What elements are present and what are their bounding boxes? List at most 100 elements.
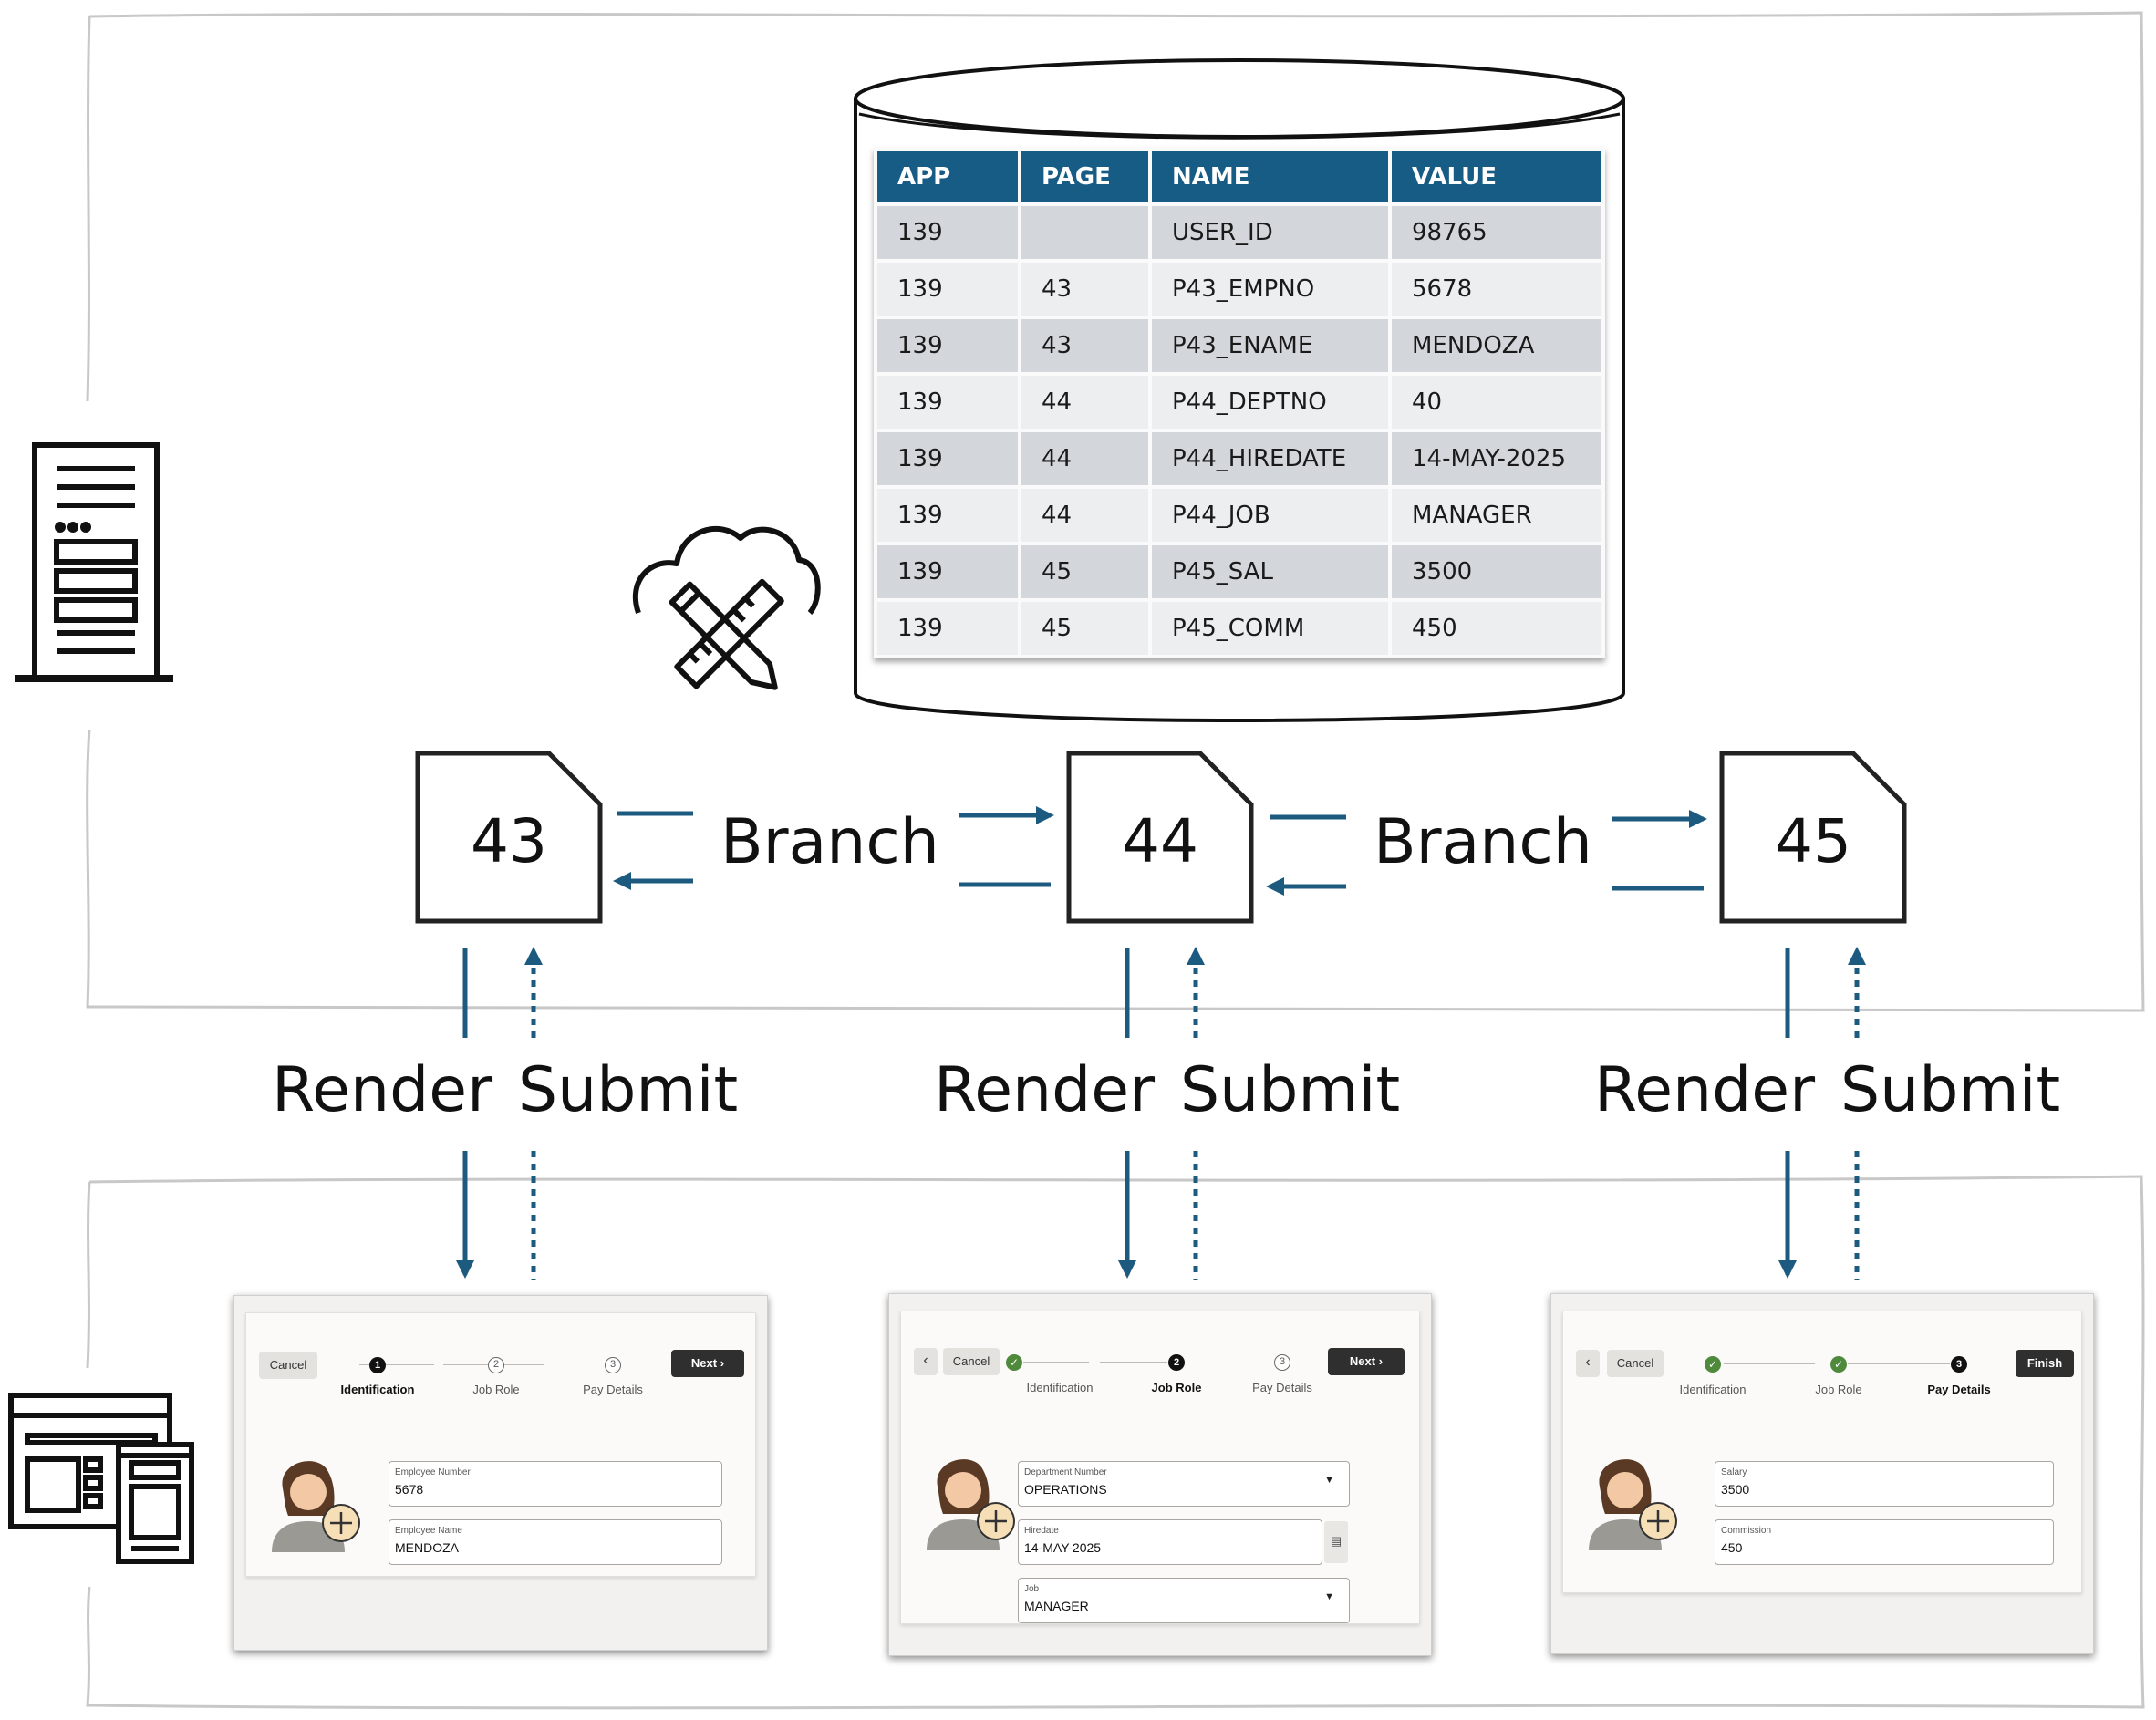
field-label: Hiredate	[1024, 1526, 1059, 1536]
step-connector	[1023, 1362, 1089, 1363]
cell-name: P43_ENAME	[1152, 319, 1388, 372]
table-row: 139 45 P45_SAL 3500	[877, 545, 1601, 598]
cell-page: 43	[1021, 263, 1148, 316]
table-row: 139 44 P44_JOB MANAGER	[877, 489, 1601, 542]
cell-app: 139	[877, 263, 1018, 316]
cell-value: 98765	[1392, 206, 1601, 259]
job-select[interactable]: Job MANAGER ▼	[1018, 1578, 1350, 1623]
cell-app: 139	[877, 602, 1018, 655]
step-2-label: Job Role	[1151, 1381, 1202, 1394]
submit-label-43: Submit	[518, 1054, 739, 1126]
field-value: 3500	[1721, 1482, 1750, 1497]
page-44-label: 44	[1122, 806, 1198, 876]
cell-page: 44	[1021, 489, 1148, 542]
table-row: 139 45 P45_COMM 450	[877, 602, 1601, 655]
field-label: Employee Name	[395, 1526, 462, 1536]
cell-name: P43_EMPNO	[1152, 263, 1388, 316]
next-button[interactable]: Next ›	[671, 1350, 744, 1377]
cell-app: 139	[877, 319, 1018, 372]
cancel-button[interactable]: Cancel	[943, 1348, 1000, 1375]
step-1-label: Identification	[340, 1383, 415, 1396]
server-icon	[15, 442, 173, 682]
back-button[interactable]: ‹	[914, 1348, 938, 1375]
cell-page: 44	[1021, 376, 1148, 429]
cell-page: 45	[1021, 602, 1148, 655]
field-label: Department Number	[1024, 1467, 1107, 1477]
chevron-left-icon: ‹	[1585, 1354, 1591, 1370]
field-label: Commission	[1721, 1526, 1772, 1536]
step-1-check-icon: ✓	[1705, 1356, 1721, 1373]
user-add-avatar-icon	[1589, 1459, 1677, 1550]
page-44-shape	[1066, 751, 1254, 924]
col-value-header: VALUE	[1392, 151, 1601, 202]
step-1-label: Identification	[1679, 1383, 1747, 1396]
step-2-check-icon: ✓	[1830, 1356, 1847, 1373]
field-value: MENDOZA	[395, 1540, 459, 1555]
server-tier-frame	[86, 11, 2145, 1012]
cell-name: P44_DEPTNO	[1152, 376, 1388, 429]
next-button[interactable]: Next ›	[1328, 1348, 1405, 1375]
page-43-label: 43	[471, 806, 547, 876]
chevron-down-icon: ▼	[1324, 1591, 1334, 1602]
cell-value: 5678	[1392, 263, 1601, 316]
step-3-indicator: 3	[605, 1357, 621, 1373]
next-button-label: Next	[690, 1356, 718, 1370]
cell-name: USER_ID	[1152, 206, 1388, 259]
field-value: OPERATIONS	[1024, 1482, 1107, 1497]
submit-label-44: Submit	[1180, 1054, 1401, 1126]
field-label: Salary	[1721, 1467, 1747, 1477]
step-2-label: Job Role	[472, 1383, 520, 1396]
field-value: 5678	[395, 1482, 424, 1497]
cell-page	[1021, 206, 1148, 259]
step-2-label: Job Role	[1815, 1383, 1862, 1396]
cancel-button[interactable]: Cancel	[1607, 1350, 1664, 1377]
step-3-label: Pay Details	[583, 1383, 643, 1396]
col-page-header: PAGE	[1021, 151, 1148, 202]
page-45-shape	[1719, 751, 1907, 924]
cell-name: P45_COMM	[1152, 602, 1388, 655]
user-add-avatar-icon	[927, 1459, 1015, 1550]
chevron-down-icon: ▼	[1324, 1475, 1334, 1486]
back-button[interactable]: ‹	[1576, 1350, 1600, 1377]
salary-field[interactable]: Salary 3500	[1715, 1461, 2054, 1507]
field-value: 450	[1721, 1540, 1743, 1555]
wizard-screen-page-44: ‹ Cancel ✓ 2 3 Identification Job Role P…	[888, 1293, 1432, 1656]
session-state-table: APP PAGE NAME VALUE 139 USER_ID 98765 13…	[874, 148, 1605, 658]
table-row: 139 43 P43_ENAME MENDOZA	[877, 319, 1601, 372]
step-3-label: Pay Details	[1252, 1381, 1312, 1394]
commission-field[interactable]: Commission 450	[1715, 1519, 2054, 1565]
page-45-label: 45	[1775, 806, 1851, 876]
employee-number-field[interactable]: Employee Number 5678	[389, 1461, 722, 1507]
cell-app: 139	[877, 545, 1018, 598]
cell-value: MANAGER	[1392, 489, 1601, 542]
col-name-header: NAME	[1152, 151, 1388, 202]
browser-devices-icon	[8, 1393, 194, 1564]
step-connector	[1724, 1363, 1815, 1364]
step-3-indicator: 3	[1274, 1354, 1290, 1371]
branch-label-1: Branch	[720, 806, 939, 878]
wizard-card: ‹ Cancel ✓ 2 3 Identification Job Role P…	[900, 1311, 1420, 1624]
cell-value: 14-MAY-2025	[1392, 432, 1601, 485]
cell-page: 44	[1021, 432, 1148, 485]
step-1-indicator: 1	[369, 1357, 386, 1373]
cell-value: 3500	[1392, 545, 1601, 598]
employee-name-field[interactable]: Employee Name MENDOZA	[389, 1519, 722, 1565]
chevron-right-icon: ›	[1378, 1354, 1384, 1368]
submit-label-45: Submit	[1840, 1054, 2061, 1126]
field-label: Job	[1024, 1584, 1040, 1594]
step-2-indicator: 2	[1168, 1354, 1185, 1371]
cell-page: 45	[1021, 545, 1148, 598]
cancel-button[interactable]: Cancel	[259, 1352, 317, 1379]
step-1-label: Identification	[1026, 1381, 1094, 1394]
finish-button[interactable]: Finish	[2016, 1350, 2074, 1377]
step-connector	[359, 1364, 434, 1365]
cell-value: 40	[1392, 376, 1601, 429]
cloud-design-tools-icon	[632, 525, 821, 690]
table-header-row: APP PAGE NAME VALUE	[877, 151, 1601, 202]
cell-value: 450	[1392, 602, 1601, 655]
render-label-44: Render	[934, 1054, 1156, 1126]
calendar-icon[interactable]: ▤	[1324, 1521, 1348, 1563]
department-number-select[interactable]: Department Number OPERATIONS ▼	[1018, 1461, 1350, 1507]
hiredate-field[interactable]: Hiredate 14-MAY-2025	[1018, 1519, 1322, 1565]
client-tier-frame	[86, 1175, 2145, 1710]
